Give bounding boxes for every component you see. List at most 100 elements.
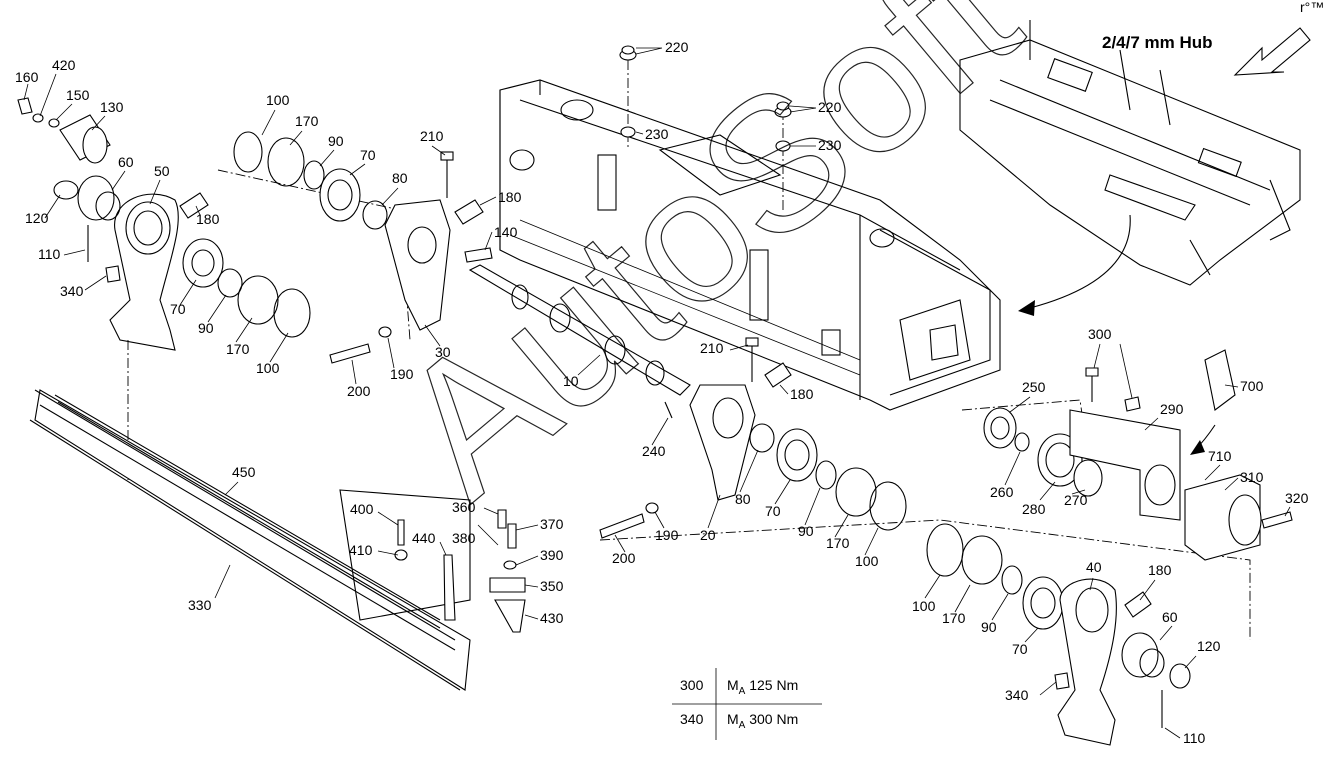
sensor-440: [443, 554, 456, 621]
plate-350: [489, 577, 526, 593]
part-label: 180: [790, 386, 814, 402]
part-label: 90: [798, 523, 814, 539]
part-label: 330: [188, 597, 212, 613]
left-bearing-block-50: [109, 193, 179, 351]
torque-value-340: MA 300 Nm: [727, 711, 798, 731]
nut-220-left: [619, 45, 637, 61]
part-label: 160: [15, 69, 39, 85]
flange-130: [59, 114, 111, 164]
sensor-180-right: [1124, 591, 1152, 618]
ring-120-left: [53, 180, 79, 200]
part-label: 170: [826, 535, 850, 551]
motor-310: [1184, 474, 1262, 561]
part-label: 70: [170, 301, 186, 317]
part-label: 90: [198, 320, 214, 336]
part-label: 130: [100, 99, 124, 115]
part-label: 100: [912, 598, 936, 614]
part-label: 430: [540, 610, 564, 626]
part-label: 400: [350, 501, 374, 517]
ring-170-right: [961, 535, 1003, 585]
washer-230-left: [620, 126, 636, 138]
bearing-250: [983, 407, 1017, 449]
bolt-200-lower: [599, 513, 645, 539]
part-label: 180: [196, 211, 220, 227]
main-housing: [499, 79, 1001, 411]
part-label: 360: [452, 499, 476, 515]
part-label: 380: [452, 530, 476, 546]
bolt-360: [497, 509, 507, 529]
part-label: 70: [360, 147, 376, 163]
bearing-block-20: [689, 384, 756, 501]
part-label: 700: [1240, 378, 1264, 394]
leader-lines: [23, 47, 1291, 739]
key-140: [464, 247, 493, 263]
part-label: 390: [540, 547, 564, 563]
part-label: 90: [981, 619, 997, 635]
part-number-labels: 160 420 150 130 60 50 120 110 340 180 70…: [15, 39, 1309, 746]
bracket-430: [494, 599, 526, 633]
rail-330: [29, 389, 471, 691]
washer-410: [394, 549, 408, 561]
view-direction-arrow: [1233, 27, 1311, 76]
ring-80-lower: [749, 423, 775, 453]
part-label: 170: [226, 341, 250, 357]
part-label: 40: [1086, 559, 1102, 575]
sensor-180-upper: [454, 199, 484, 225]
part-label: 180: [1148, 562, 1172, 578]
part-label: 340: [1005, 687, 1029, 703]
part-label: 50: [154, 163, 170, 179]
circlip-100-right: [926, 523, 964, 577]
ring-90-upper: [303, 160, 325, 190]
sensor-180-lower: [764, 362, 792, 388]
bearing-block-40: [1057, 578, 1117, 746]
part-label: 340: [60, 283, 84, 299]
part-label: 230: [645, 126, 669, 142]
ring-170-upper: [267, 137, 305, 187]
bolt-340-left: [105, 265, 121, 283]
part-label: 260: [990, 484, 1014, 500]
ring-90-left: [217, 268, 243, 298]
torque-part-300: 300: [680, 677, 704, 693]
part-label: 120: [25, 210, 49, 226]
part-label: 60: [118, 154, 134, 170]
part-label: 370: [540, 516, 564, 532]
part-label: 140: [494, 224, 518, 240]
bolt-300-b: [1124, 396, 1141, 412]
cover-60-left: [77, 175, 121, 221]
torque-table: 300 MA 125 Nm 340 MA 300 Nm: [672, 668, 822, 740]
ring-90-right: [1001, 565, 1023, 595]
part-label: 150: [66, 87, 90, 103]
washer-150: [48, 118, 60, 128]
washer-190-upper: [378, 326, 392, 338]
machine-overview: [959, 20, 1301, 286]
screw-160: [17, 97, 33, 115]
circlip-100-upper: [233, 131, 263, 173]
bolt-370: [507, 523, 517, 549]
part-label: 200: [347, 383, 371, 399]
part-label: 710: [1208, 448, 1232, 464]
part-label: 180: [498, 189, 522, 205]
ring-170-left: [237, 275, 279, 325]
ring-90-lower: [815, 460, 837, 490]
curved-arrow: [1029, 214, 1131, 309]
part-label: 450: [232, 464, 256, 480]
strip-450: [54, 394, 441, 629]
part-label: 100: [266, 92, 290, 108]
part-label: 320: [1285, 490, 1309, 506]
part-label: 110: [1183, 730, 1206, 746]
nut-220-right: [774, 101, 792, 118]
part-label: 200: [612, 550, 636, 566]
ring-80-upper: [362, 200, 388, 230]
washer-420: [32, 113, 44, 123]
part-label: 280: [1022, 501, 1046, 517]
bracket-frame: [339, 489, 471, 621]
screw-320: [1261, 511, 1293, 529]
bearing-70-right: [1022, 576, 1064, 630]
bearing-70-upper: [319, 168, 361, 222]
part-label: 270: [1064, 492, 1088, 508]
part-label: 110: [38, 246, 61, 262]
part-label: 420: [52, 57, 76, 73]
part-label: 120: [1197, 638, 1221, 654]
part-label: 250: [1022, 379, 1046, 395]
part-label: 80: [735, 491, 751, 507]
